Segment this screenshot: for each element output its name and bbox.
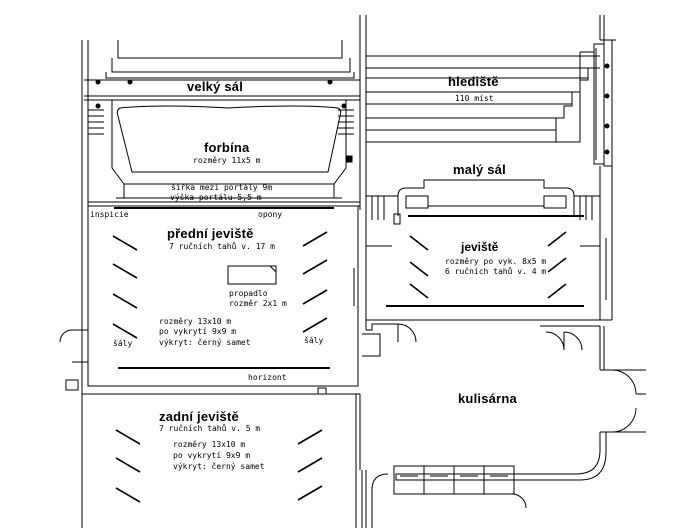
portal-width-text: šířka mezi portály 9m — [171, 183, 273, 192]
predni-jeviste-outline — [59, 201, 381, 395]
forbina-label: forbína — [204, 140, 250, 155]
predni-tahy-text: 7 ručních tahů v. 17 m — [169, 242, 275, 251]
forbina-size-text: rozměry 11x5 m — [193, 156, 261, 165]
maly-sal-outline — [366, 179, 612, 321]
velky-sal-steps — [84, 40, 360, 135]
jeviste-tahy-text: 6 ručních tahů v. 4 m — [445, 267, 547, 276]
zadni-jeviste-hatches — [115, 429, 323, 503]
predni-jeviste-label: přední jeviště — [167, 226, 254, 241]
hlediste-label: hlediště — [448, 74, 499, 89]
zadni-vykryti-text: po vykrytí 9x9 m — [173, 451, 251, 460]
jeviste-label: jeviště — [461, 240, 499, 254]
hlediste-rows — [366, 39, 613, 167]
jeviste-hatches — [409, 231, 567, 299]
zadni-jeviste-label: zadní jeviště — [159, 409, 239, 424]
propadlo-label: propadlo — [229, 289, 268, 298]
portal-height-text: výška portálu 5,5 m — [170, 193, 262, 202]
inspicie-label: inspicie — [90, 210, 129, 219]
predni-size-text: rozměry 13x10 m — [159, 317, 232, 326]
velky-sal-label: velký sál — [187, 79, 244, 94]
kulisarna-outline — [361, 323, 646, 528]
predni-vykryti-text: po vykrytí 9x9 m — [159, 327, 237, 336]
zadni-vykryt-text: výkryt: černý samet — [173, 462, 265, 471]
predni-vykryt-text: výkryt: černý samet — [159, 338, 251, 347]
opony-label: opony — [258, 210, 283, 219]
maly-sal-label: malý sál — [453, 162, 506, 177]
horizont-label: horizont — [248, 373, 287, 382]
propadlo-size-text: rozměr 2x1 m — [229, 299, 287, 308]
kulisarna-label: kulisárna — [458, 391, 517, 406]
zadni-size-text: rozměry 13x10 m — [173, 440, 246, 449]
zadni-tahy-text: 7 ručních tahů v. 5 m — [159, 424, 261, 433]
predni-jeviste-hatches — [112, 231, 328, 339]
jeviste-size-text: rozměry po vyk. 8x5 m — [445, 257, 547, 266]
saly-left-label: šály — [113, 339, 133, 348]
saly-right-label: šály — [304, 336, 324, 345]
zadni-jeviste-outline — [82, 393, 361, 528]
hlediste-seats-text: 110 míst — [455, 94, 494, 103]
forbina-outline — [111, 100, 353, 199]
